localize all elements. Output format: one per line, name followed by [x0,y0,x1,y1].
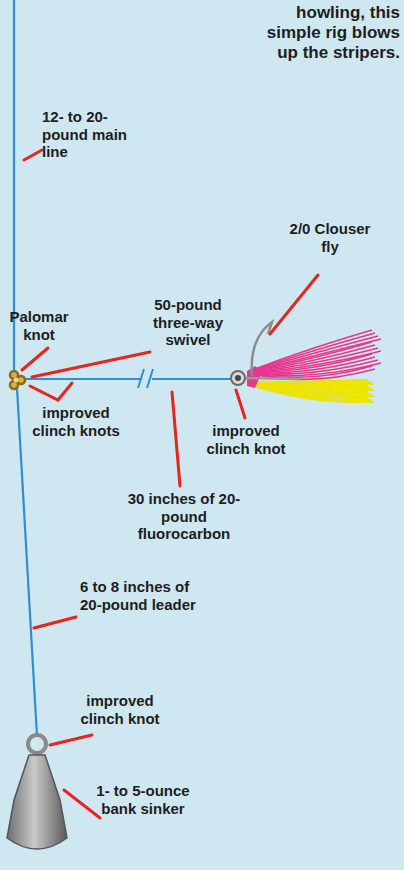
clouser-fly [231,322,381,402]
three-way-swivel [10,371,25,389]
headline-text: howling, this simple rig blows up the st… [246,3,400,63]
part-label: 1- to 5-ounce bank sinker [88,782,198,817]
part-label: improved clinch knot [196,422,296,457]
fishing-line [14,0,232,736]
part-label: 12- to 20-pound main line [42,108,134,161]
part-label: improved clinch knots [28,404,124,439]
bank-sinker [7,735,67,849]
part-label: improved clinch knot [70,692,170,727]
leader-line [22,150,318,818]
part-label: 30 inches of 20-pound fluorocarbon [120,490,248,543]
part-label: 50-pound three-way swivel [140,296,236,349]
break-mark [138,369,153,388]
part-label: Palomar knot [6,308,72,343]
part-label: 2/0 Clouser fly [284,220,376,255]
part-label: 6 to 8 inches of 20-pound leader [80,578,200,613]
